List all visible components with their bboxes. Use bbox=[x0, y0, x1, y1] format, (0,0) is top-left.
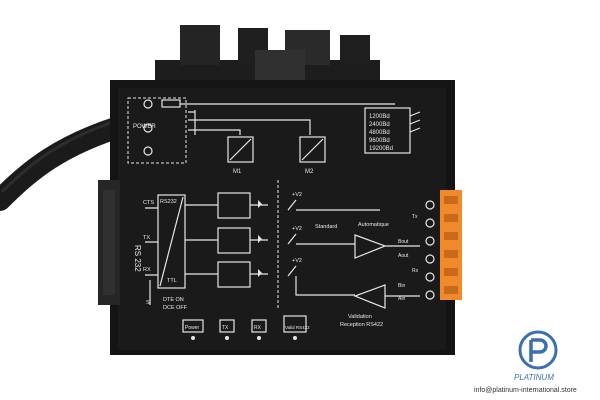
led-rx-label: RX bbox=[254, 325, 262, 331]
v2-label-mid: +V2 bbox=[292, 226, 302, 232]
terminal-ain: Ain bbox=[398, 296, 405, 302]
converter-label-bottom: TTL bbox=[167, 278, 177, 284]
terminal-block bbox=[440, 190, 462, 300]
validation-label: Validation bbox=[348, 314, 372, 320]
led-valid-box bbox=[283, 315, 307, 333]
led-indicators: Power TX RX Valid RS422 bbox=[182, 315, 310, 340]
led-tx-label: TX bbox=[222, 325, 229, 331]
reception-label: Reception RS422 bbox=[340, 322, 383, 328]
screw-terminal-icon bbox=[143, 99, 153, 109]
platinum-logo bbox=[518, 330, 558, 370]
s-label: S bbox=[146, 300, 150, 306]
dce-off-label: DCE OFF bbox=[163, 305, 188, 311]
rx-small-label: Rx bbox=[412, 268, 419, 274]
led-valid-label: Valid RS422 bbox=[285, 325, 310, 330]
baud-1200: 1200Bd bbox=[369, 114, 390, 120]
baud-rate-selector bbox=[364, 107, 411, 154]
dte-on-label: DTE ON bbox=[163, 297, 184, 303]
terminal-screws bbox=[425, 200, 435, 300]
driver-amplifier bbox=[354, 234, 387, 259]
brand-name: PLATINUM bbox=[514, 373, 554, 382]
automatique-label: Automatique bbox=[358, 222, 389, 228]
front-panel bbox=[118, 88, 446, 350]
standard-label: Standard bbox=[315, 224, 337, 230]
power-module-m1 bbox=[227, 136, 254, 163]
baud-19200: 19200Bd bbox=[369, 146, 393, 152]
v2-label-bottom: +V2 bbox=[292, 258, 302, 264]
power-module-m2 bbox=[299, 136, 326, 163]
led-power-box bbox=[182, 319, 204, 333]
baud-2400: 2400Bd bbox=[369, 122, 390, 128]
pin-tx: TX bbox=[143, 235, 150, 241]
power-cable bbox=[0, 114, 136, 211]
brand-website: info@platinum-international.store bbox=[474, 387, 577, 394]
pin-cts: CTS bbox=[143, 200, 154, 206]
terminal-bin: Bin bbox=[398, 283, 405, 289]
converter-label-top: RS232 bbox=[160, 199, 177, 205]
terminal-aout: Aout bbox=[398, 253, 409, 259]
power-block bbox=[127, 97, 187, 164]
baud-4800: 4800Bd bbox=[369, 130, 390, 136]
pin-rx: RX bbox=[143, 267, 151, 273]
screw-terminal-icon bbox=[143, 123, 153, 133]
module-label-m1: M1 bbox=[233, 169, 242, 175]
rs232-label: RS 232 bbox=[133, 245, 142, 272]
baud-9600: 9600Bd bbox=[369, 138, 390, 144]
terminal-bout: Bout bbox=[398, 239, 409, 245]
din-rail-clip bbox=[155, 25, 380, 90]
screw-terminal-icon bbox=[143, 146, 153, 156]
led-rx-box bbox=[251, 319, 267, 333]
led-tx-box bbox=[219, 319, 235, 333]
tx-small-label: Tx bbox=[412, 214, 418, 220]
v2-label-top: +V2 bbox=[292, 192, 302, 198]
module-label-m2: M2 bbox=[305, 169, 314, 175]
led-power-label: Power bbox=[185, 325, 200, 331]
